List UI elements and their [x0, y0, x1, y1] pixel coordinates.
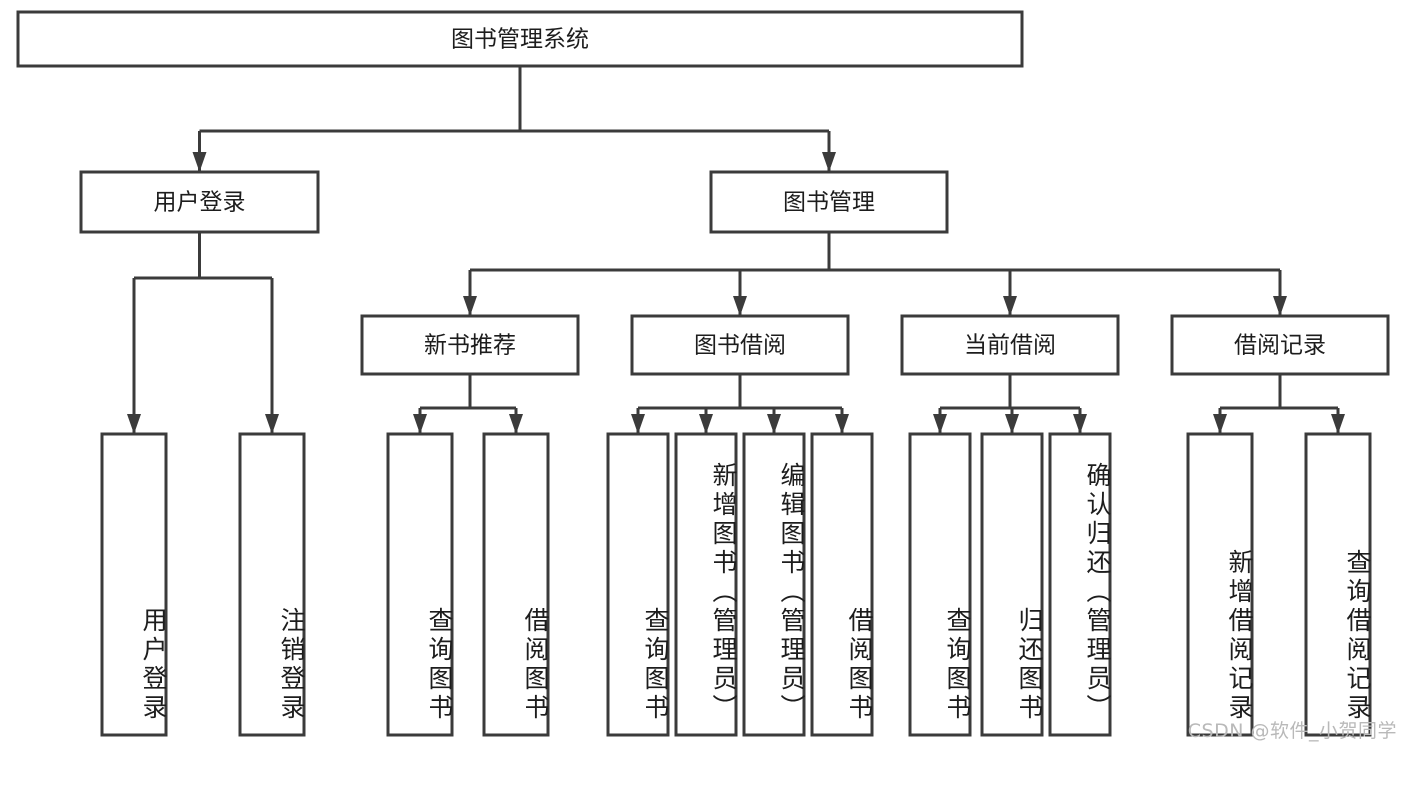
node-label: 用户登录: [154, 190, 246, 216]
node-leaf-edit-book[interactable]: [742, 432, 806, 737]
edge-group-book-manage: [463, 232, 1287, 316]
node-box: [79, 170, 320, 234]
node-box: [980, 432, 1044, 737]
node-root[interactable]: 图书管理系统: [16, 10, 1024, 68]
node-box: [360, 314, 580, 376]
arrow-head-icon: [192, 152, 207, 172]
arrow-head-icon: [699, 414, 713, 434]
arrow-head-icon: [127, 414, 141, 434]
node-label: 图书借阅: [694, 333, 786, 359]
edge-group-book-borrow: [631, 374, 849, 434]
node-leaf-confirm-return[interactable]: [1048, 432, 1112, 737]
arrow-head-icon: [1005, 414, 1019, 434]
edge-group-current-borrow: [933, 374, 1087, 434]
node-box: [606, 432, 670, 737]
node-box: [674, 432, 738, 737]
node-new-book-rec[interactable]: 新书推荐: [360, 314, 580, 376]
node-leaf-query-book-3[interactable]: [908, 432, 972, 737]
arrow-head-icon: [1073, 414, 1087, 434]
node-label: 新书推荐: [424, 333, 516, 359]
node-box: [630, 314, 850, 376]
arrow-head-icon: [835, 414, 849, 434]
node-box: [709, 170, 949, 234]
node-current-borrow[interactable]: 当前借阅: [900, 314, 1120, 376]
arrow-head-icon: [509, 414, 523, 434]
edge-group-root: [192, 66, 836, 172]
node-box: [1170, 314, 1390, 376]
arrow-head-icon: [265, 414, 279, 434]
node-box: [1048, 432, 1112, 737]
arrow-head-icon: [733, 296, 747, 316]
node-label: 借阅记录: [1234, 333, 1326, 359]
node-box: [810, 432, 874, 737]
node-box: [16, 10, 1024, 68]
node-leaf-query-book-2[interactable]: [606, 432, 670, 737]
connectors-layer: [127, 66, 1345, 434]
node-box: [1186, 432, 1254, 737]
node-leaf-borrow-book-2[interactable]: [810, 432, 874, 737]
node-leaf-add-book[interactable]: [674, 432, 738, 737]
arrow-head-icon: [1213, 414, 1227, 434]
arrow-head-icon: [767, 414, 781, 434]
node-leaf-borrow-book-1[interactable]: [482, 432, 550, 737]
node-leaf-user-login[interactable]: [100, 432, 168, 737]
node-leaf-add-record[interactable]: [1186, 432, 1254, 737]
arrow-head-icon: [1003, 296, 1017, 316]
edge-group-new-book-rec: [413, 374, 523, 434]
arrow-head-icon: [413, 414, 427, 434]
node-label: 当前借阅: [964, 333, 1056, 359]
arrow-head-icon: [463, 296, 477, 316]
node-box: [742, 432, 806, 737]
node-box: [900, 314, 1120, 376]
diagram-canvas: 图书管理系统用户登录图书管理新书推荐图书借阅当前借阅借阅记录 用户登录注销登录查…: [16, 10, 1397, 742]
node-user-login[interactable]: 用户登录: [79, 170, 320, 234]
edge-group-user-login: [127, 232, 279, 434]
node-box: [100, 432, 168, 737]
arrow-head-icon: [822, 152, 836, 172]
node-leaf-query-book-1[interactable]: [386, 432, 454, 737]
node-leaf-query-record[interactable]: [1304, 432, 1372, 737]
node-box: [1304, 432, 1372, 737]
node-book-borrow[interactable]: 图书借阅: [630, 314, 850, 376]
node-box: [482, 432, 550, 737]
node-box: [386, 432, 454, 737]
node-leaf-return-book[interactable]: [980, 432, 1044, 737]
node-book-manage[interactable]: 图书管理: [709, 170, 949, 234]
edge-group-borrow-record: [1213, 374, 1345, 434]
node-box: [908, 432, 972, 737]
node-label: 图书管理: [783, 190, 875, 216]
node-box: [238, 432, 306, 737]
watermark-text: CSDN @软件_小贺同学: [1187, 720, 1397, 742]
arrow-head-icon: [1273, 296, 1287, 316]
node-borrow-record[interactable]: 借阅记录: [1170, 314, 1390, 376]
arrow-head-icon: [1331, 414, 1345, 434]
node-label: 图书管理系统: [451, 27, 589, 53]
arrow-head-icon: [933, 414, 947, 434]
arrow-head-icon: [631, 414, 645, 434]
node-leaf-user-logout[interactable]: [238, 432, 306, 737]
